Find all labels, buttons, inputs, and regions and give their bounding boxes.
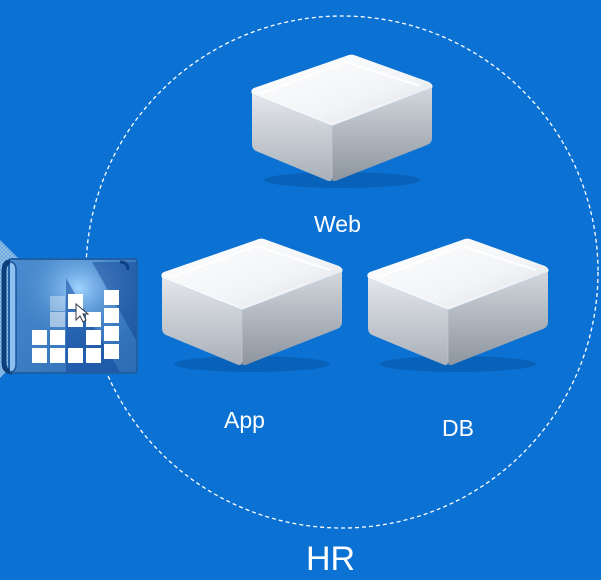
blueprint-template-icon[interactable]: [1, 258, 138, 375]
app-server-icon[interactable]: [160, 237, 344, 373]
web-label: Web: [314, 211, 361, 237]
db-server-icon[interactable]: [366, 237, 550, 373]
app-label: App: [224, 407, 265, 433]
hr-group-boundary: [85, 15, 599, 529]
web-server-icon[interactable]: [250, 53, 434, 189]
hr-group-label: HR: [306, 540, 356, 578]
db-label: DB: [442, 415, 474, 441]
